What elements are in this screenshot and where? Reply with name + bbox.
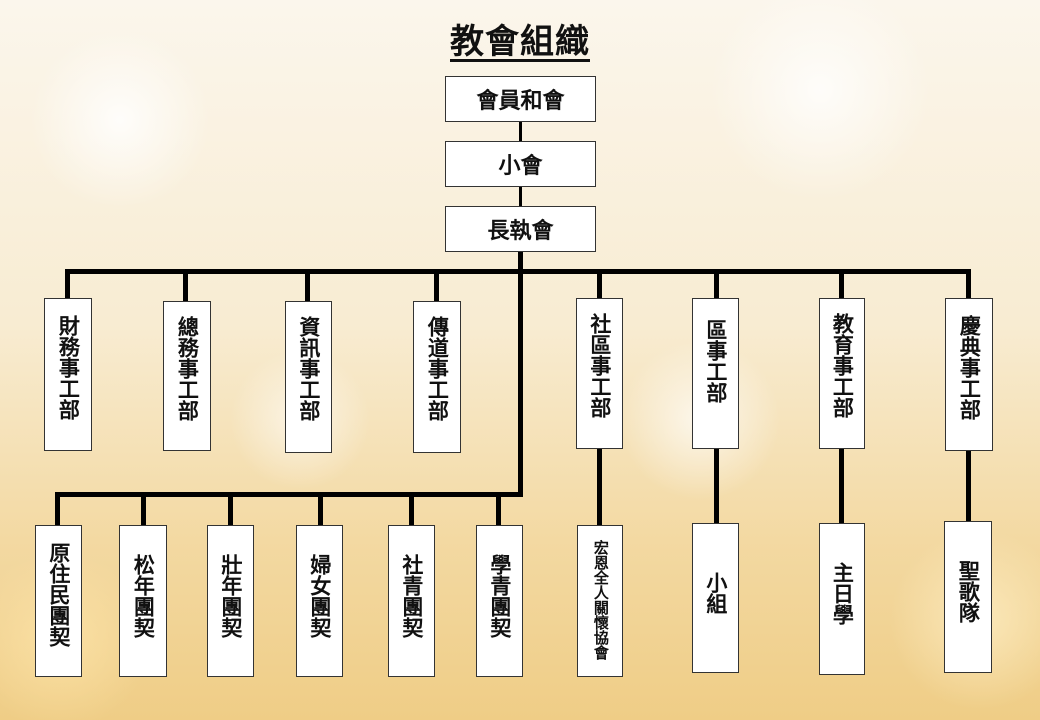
- department-box-education: 教育事工部: [819, 298, 865, 449]
- connector-session-board: [519, 186, 522, 206]
- drop-dept-8: [966, 269, 971, 299]
- drop-subunit-2: [714, 448, 719, 524]
- drop-dept-3: [305, 269, 310, 302]
- drop-fellowship-6: [496, 492, 501, 526]
- fellowship-label: 社青團契: [399, 554, 424, 638]
- fellowship-label: 原住民團契: [46, 542, 71, 647]
- drop-fellowship-5: [409, 492, 414, 526]
- subunit-label: 主日學: [830, 562, 855, 625]
- department-box-celebration: 慶典事工部: [945, 298, 993, 451]
- fellowship-label: 松年團契: [131, 554, 156, 638]
- subunit-box-care-association: 宏恩全人關懷協會: [577, 525, 623, 677]
- board-label: 長執會: [487, 219, 554, 244]
- department-box-information: 資訊事工部: [285, 301, 332, 453]
- department-bus: [65, 269, 971, 274]
- department-label: 傳道事工部: [425, 316, 450, 421]
- department-label: 資訊事工部: [296, 316, 321, 421]
- connector-assembly-session: [519, 121, 522, 141]
- subunit-box-small-group: 小組: [692, 523, 739, 673]
- department-label: 總務事工部: [175, 316, 200, 421]
- drop-fellowship-4: [318, 492, 323, 526]
- fellowship-box-senior: 松年團契: [119, 525, 167, 677]
- connector-board-trunk: [518, 251, 523, 497]
- department-box-district: 區事工部: [692, 298, 739, 449]
- department-box-finance: 財務事工部: [44, 298, 92, 451]
- session-label: 小會: [498, 154, 543, 179]
- fellowship-bus: [55, 492, 523, 497]
- subunit-box-choir: 聖歌隊: [944, 521, 992, 673]
- session-box: 小會: [445, 141, 596, 187]
- subunit-box-sunday-school: 主日學: [819, 523, 865, 675]
- department-label: 教育事工部: [830, 313, 855, 418]
- department-label: 慶典事工部: [957, 315, 982, 420]
- chart-title: 教會組織: [450, 22, 590, 62]
- drop-fellowship-2: [141, 492, 146, 526]
- drop-subunit-1: [597, 448, 602, 526]
- members-assembly-box: 會員和會: [445, 76, 596, 122]
- drop-fellowship-1: [55, 492, 60, 526]
- fellowship-label: 壯年團契: [218, 554, 243, 638]
- drop-dept-6: [714, 269, 719, 299]
- subunit-label: 聖歌隊: [956, 560, 981, 623]
- fellowship-box-student: 學青團契: [476, 525, 523, 677]
- fellowship-box-women: 婦女團契: [296, 525, 343, 677]
- board-box: 長執會: [445, 206, 596, 252]
- drop-dept-5: [597, 269, 602, 299]
- drop-dept-1: [65, 269, 70, 299]
- drop-dept-4: [434, 269, 439, 302]
- drop-dept-2: [183, 269, 188, 302]
- fellowship-box-adult: 壯年團契: [207, 525, 254, 677]
- drop-subunit-4: [966, 450, 971, 522]
- department-box-general-affairs: 總務事工部: [163, 301, 211, 451]
- subunit-label: 宏恩全人關懷協會: [591, 540, 610, 660]
- fellowship-box-indigenous: 原住民團契: [35, 525, 82, 677]
- department-label: 社區事工部: [587, 313, 612, 418]
- fellowship-box-young-adult: 社青團契: [388, 525, 435, 677]
- drop-dept-7: [839, 269, 844, 299]
- fellowship-label: 婦女團契: [307, 554, 332, 638]
- drop-fellowship-3: [228, 492, 233, 526]
- department-box-community: 社區事工部: [576, 298, 623, 449]
- drop-subunit-3: [839, 448, 844, 524]
- subunit-label: 小組: [703, 572, 728, 614]
- department-label: 財務事工部: [56, 315, 81, 420]
- department-label: 區事工部: [703, 319, 728, 403]
- department-box-evangelism: 傳道事工部: [413, 301, 461, 453]
- fellowship-label: 學青團契: [487, 554, 512, 638]
- members-assembly-label: 會員和會: [476, 89, 565, 114]
